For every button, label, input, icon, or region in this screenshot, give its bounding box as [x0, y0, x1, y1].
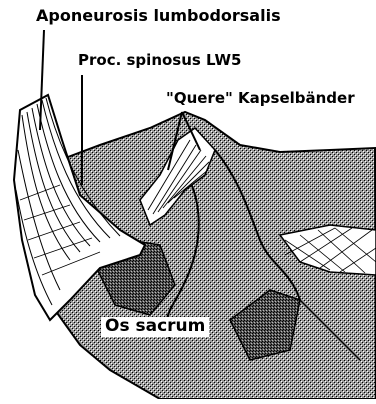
label-proc-spinosus: Proc. spinosus LW5: [78, 53, 241, 68]
label-aponeurosis-lumbodorsalis: Aponeurosis lumbodorsalis: [36, 8, 281, 24]
label-os-sacrum: Os sacrum: [101, 317, 209, 337]
label-kapselbaender: "Quere" Kapselbänder: [166, 91, 355, 106]
